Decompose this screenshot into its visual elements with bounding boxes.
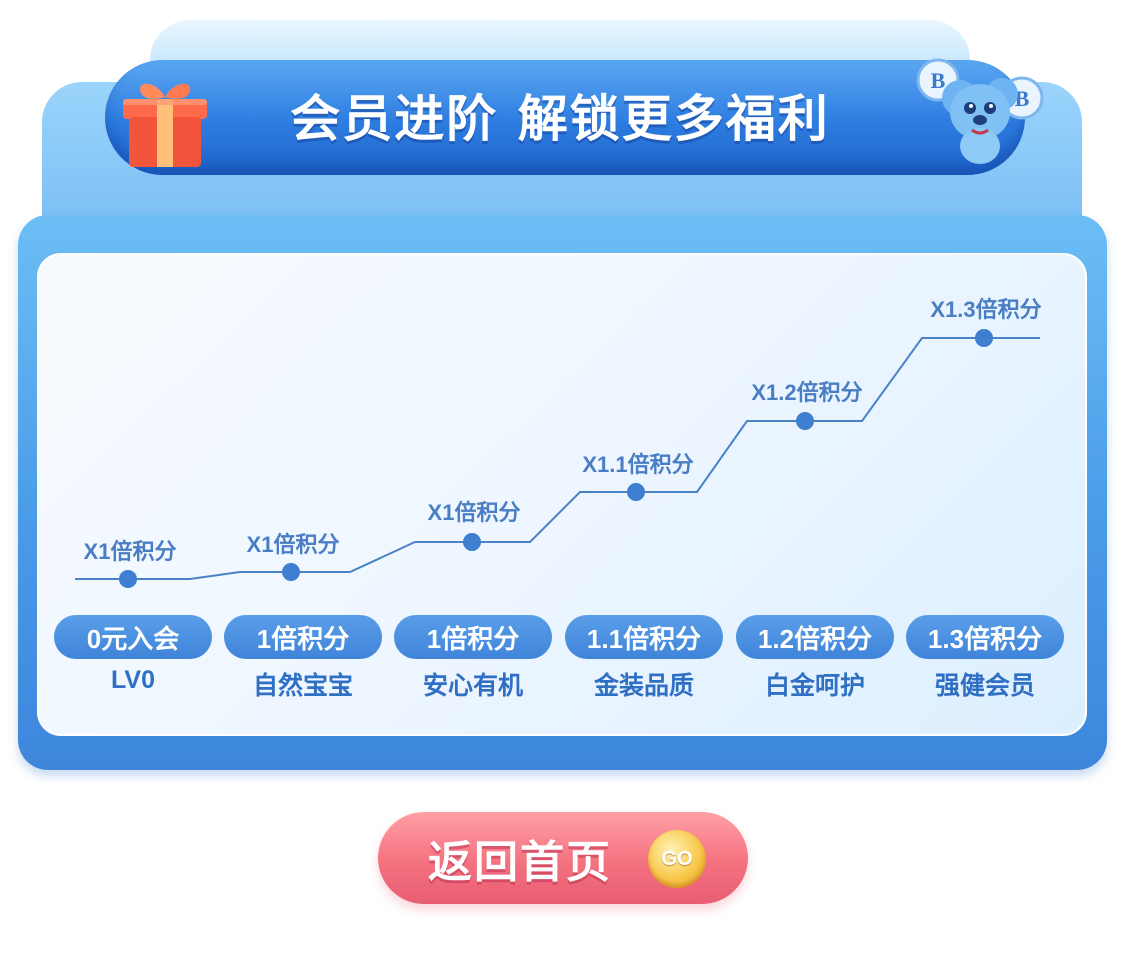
level-node <box>282 563 300 581</box>
level-badge: 1倍积分 <box>224 615 382 659</box>
svg-text:B: B <box>1015 86 1030 111</box>
return-home-button[interactable]: 返回首页 GO <box>378 812 748 904</box>
level-multiplier-label: X1.3倍积分 <box>930 297 1042 322</box>
level-multiplier-label: X1倍积分 <box>246 532 340 557</box>
levels-panel <box>37 253 1087 736</box>
level-name: 自然宝宝 <box>252 672 353 700</box>
koala-mascot-icon: B B <box>916 58 1044 164</box>
level-badge: 1.2倍积分 <box>736 615 894 659</box>
level-node <box>627 483 645 501</box>
go-coin-icon: GO <box>648 830 706 888</box>
level-multiplier-label: X1倍积分 <box>83 539 177 564</box>
level-badge: 1倍积分 <box>394 615 552 659</box>
level-multiplier-label: X1.2倍积分 <box>751 380 863 405</box>
level-name: 金装品质 <box>593 672 694 700</box>
level-badge: 0元入会 <box>54 615 212 659</box>
level-multiplier-label: X1.1倍积分 <box>582 452 694 477</box>
level-name: 白金呵护 <box>764 672 865 700</box>
level-badge: 1.3倍积分 <box>906 615 1064 659</box>
level-node <box>119 570 137 588</box>
title-banner <box>105 60 1025 175</box>
level-multiplier-label: X1倍积分 <box>427 500 521 525</box>
level-badge: 1.1倍积分 <box>565 615 723 659</box>
gift-box-icon <box>123 83 207 167</box>
level-name: LV0 <box>111 666 155 694</box>
level-node <box>796 412 814 430</box>
page-title: 会员进阶 解锁更多福利 <box>290 90 830 148</box>
level-name: 安心有机 <box>422 672 523 700</box>
return-home-label: 返回首页 <box>428 837 612 888</box>
level-name: 强健会员 <box>934 672 1035 700</box>
level-node <box>975 329 993 347</box>
level-node <box>463 533 481 551</box>
svg-text:B: B <box>931 68 946 93</box>
